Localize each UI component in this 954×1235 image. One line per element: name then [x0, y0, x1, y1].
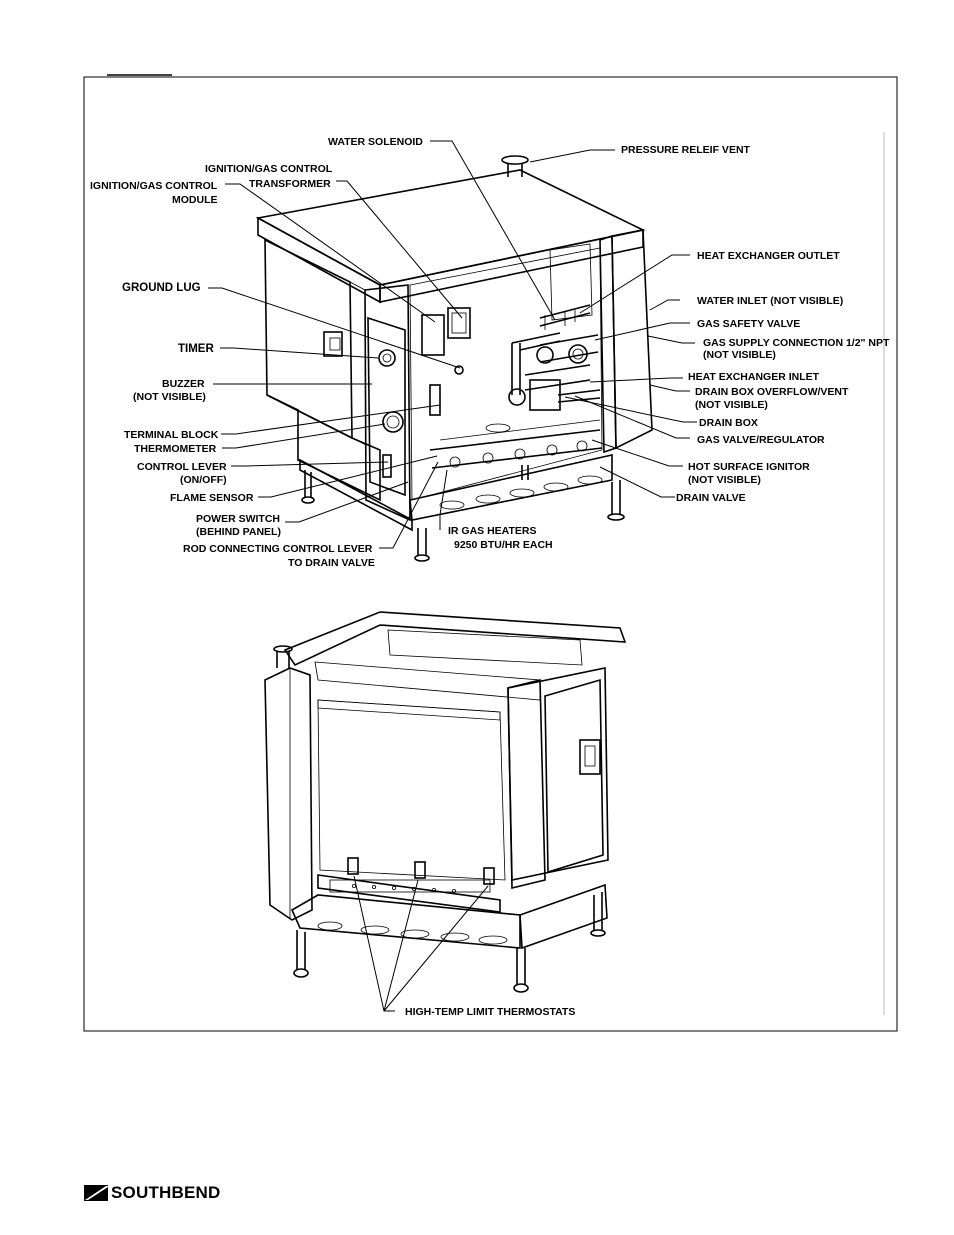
- label-pressure-relief-vent: PRESSURE RELEIF VENT: [621, 144, 751, 156]
- label-module-line1: IGNITION/GAS CONTROL: [90, 180, 218, 192]
- label-control-lever-line2: (ON/OFF): [180, 474, 227, 486]
- lower-unit-drawing: [264, 611, 627, 993]
- callout-labels: WATER SOLENOID PRESSURE RELEIF VENT IGNI…: [90, 136, 890, 1018]
- label-control-lever-line1: CONTROL LEVER: [137, 461, 227, 473]
- label-gas-supply-line2: (NOT VISIBLE): [703, 349, 776, 361]
- label-heat-exchanger-outlet: HEAT EXCHANGER OUTLET: [697, 250, 840, 262]
- brand-name: SOUTHBEND: [111, 1183, 221, 1202]
- label-buzzer-line1: BUZZER: [162, 378, 205, 390]
- label-gas-valve-regulator: GAS VALVE/REGULATOR: [697, 434, 825, 446]
- label-buzzer-line2: (NOT VISIBLE): [133, 391, 206, 403]
- label-thermometer: THERMOMETER: [134, 443, 217, 455]
- label-power-switch-line1: POWER SWITCH: [196, 513, 280, 525]
- label-transformer-line1: IGNITION/GAS CONTROL: [205, 163, 333, 175]
- label-drain-valve: DRAIN VALVE: [676, 492, 746, 504]
- label-rod-connecting-line1: ROD CONNECTING CONTROL LEVER: [183, 543, 373, 555]
- upper-unit-drawing: [255, 155, 653, 562]
- brand-logo: SOUTHBEND: [84, 1184, 220, 1202]
- label-drain-box-overflow-line2: (NOT VISIBLE): [695, 399, 768, 411]
- label-heat-exchanger-inlet: HEAT EXCHANGER INLET: [688, 371, 820, 383]
- label-gas-supply-line1: GAS SUPPLY CONNECTION 1/2" NPT: [703, 337, 890, 349]
- label-transformer-line2: TRANSFORMER: [249, 178, 331, 190]
- brand-mark-icon: [84, 1185, 108, 1201]
- diagram-frame: [83, 74, 898, 1032]
- label-drain-box-overflow-line1: DRAIN BOX OVERFLOW/VENT: [695, 386, 849, 398]
- label-module-line2: MODULE: [172, 194, 218, 206]
- label-ir-gas-heaters-line1: IR GAS HEATERS: [448, 525, 536, 537]
- label-terminal-block: TERMINAL BLOCK: [124, 429, 219, 441]
- label-flame-sensor: FLAME SENSOR: [170, 492, 254, 504]
- leader-lines: [208, 140, 697, 1012]
- label-water-inlet: WATER INLET (NOT VISIBLE): [697, 295, 843, 307]
- label-high-temp-limit: HIGH-TEMP LIMIT THERMOSTATS: [405, 1006, 575, 1018]
- label-hot-surface-ignitor: HOT SURFACE IGNITOR: [688, 461, 810, 473]
- label-hot-surface-ignitor-line2: (NOT VISIBLE): [688, 474, 761, 486]
- label-rod-connecting-line2: TO DRAIN VALVE: [288, 557, 375, 569]
- label-ground-lug: GROUND LUG: [122, 282, 201, 294]
- label-timer: TIMER: [178, 343, 214, 355]
- label-water-solenoid: WATER SOLENOID: [328, 136, 423, 148]
- label-drain-box: DRAIN BOX: [699, 417, 758, 429]
- label-power-switch-line2: (BEHIND PANEL): [196, 526, 281, 538]
- label-ir-gas-heaters-line2: 9250 BTU/HR EACH: [454, 539, 553, 551]
- label-gas-safety-valve: GAS SAFETY VALVE: [697, 318, 800, 330]
